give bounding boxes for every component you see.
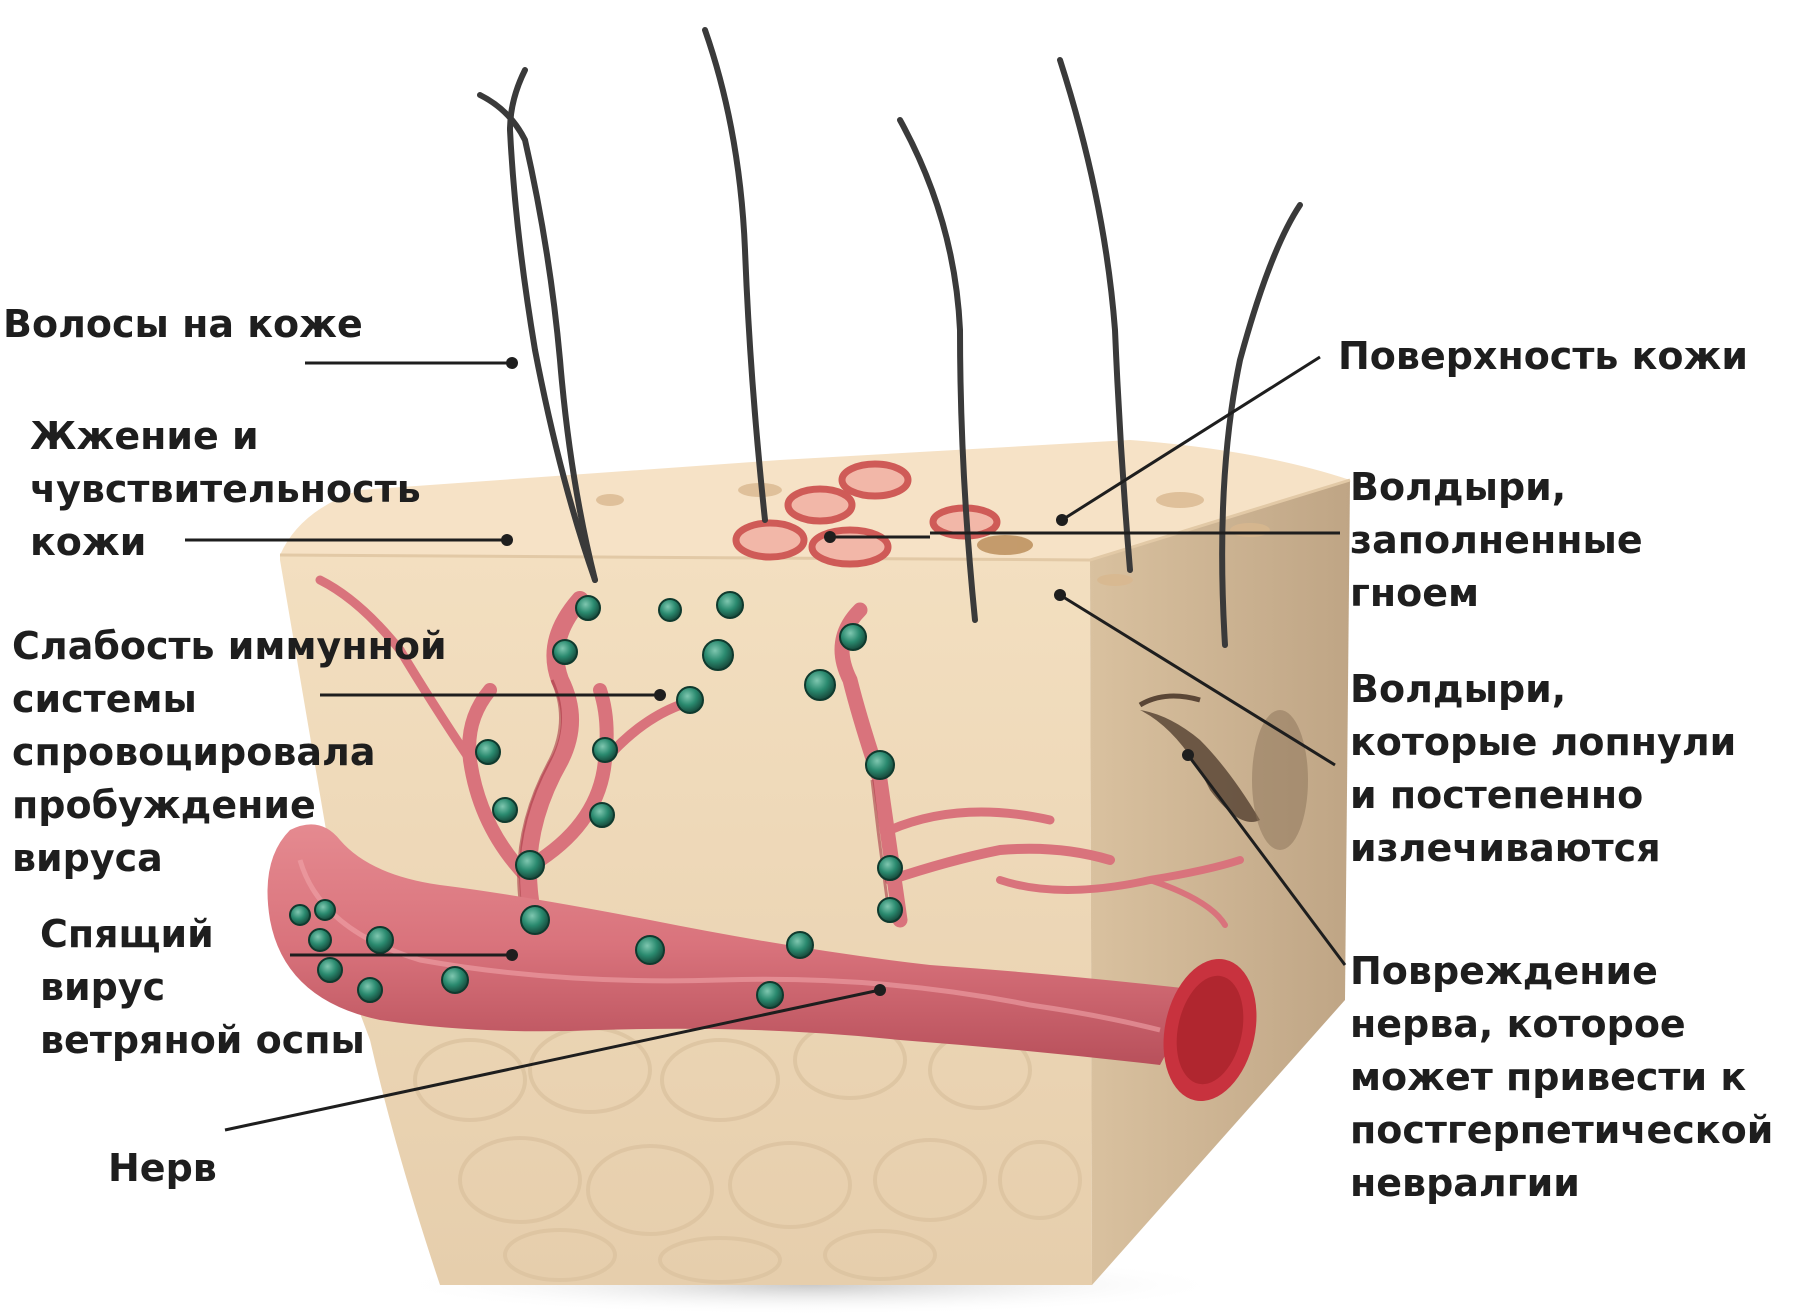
label-immunity: Слабость иммунной системы спровоцировала…: [12, 620, 447, 885]
label-nerve-damage-line-2: нерва, которое: [1350, 998, 1773, 1051]
label-immunity-line-5: вируса: [12, 832, 447, 885]
label-healing-blisters: Волдыри, которые лопнули и постепенно из…: [1350, 663, 1736, 875]
label-dormant-virus-line-3: ветряной оспы: [40, 1014, 365, 1067]
label-dormant-virus: Спящий вирус ветряной оспы: [40, 908, 365, 1067]
label-immunity-line-2: системы: [12, 673, 447, 726]
label-hair: Волосы на коже: [3, 298, 363, 351]
label-nerve-damage-line-5: невралгии: [1350, 1157, 1773, 1210]
label-healing-blisters-line-3: и постепенно: [1350, 769, 1736, 822]
label-healing-blisters-line-2: которые лопнули: [1350, 716, 1736, 769]
label-dormant-virus-line-1: Спящий: [40, 908, 365, 961]
label-pus-blisters-line-3: гноем: [1350, 567, 1643, 620]
label-nerve-line-1: Нерв: [108, 1142, 217, 1195]
label-nerve-damage-line-4: постгерпетической: [1350, 1104, 1773, 1157]
label-burning-line-3: кожи: [30, 516, 421, 569]
label-nerve-damage-line-1: Повреждение: [1350, 945, 1773, 998]
label-skin-surface-line-1: Поверхность кожи: [1338, 330, 1748, 383]
label-immunity-line-4: пробуждение: [12, 779, 447, 832]
label-burning: Жжение и чувствительность кожи: [30, 410, 421, 569]
label-immunity-line-1: Слабость иммунной: [12, 620, 447, 673]
label-nerve-damage: Повреждение нерва, которое может привест…: [1350, 945, 1773, 1210]
label-burning-line-2: чувствительность: [30, 463, 421, 516]
label-nerve: Нерв: [108, 1142, 217, 1195]
label-hair-line-1: Волосы на коже: [3, 298, 363, 351]
label-dormant-virus-line-2: вирус: [40, 961, 365, 1014]
label-healing-blisters-line-1: Волдыри,: [1350, 663, 1736, 716]
label-skin-surface: Поверхность кожи: [1338, 330, 1748, 383]
label-nerve-damage-line-3: может привести к: [1350, 1051, 1773, 1104]
label-immunity-line-3: спровоцировала: [12, 726, 447, 779]
label-pus-blisters-line-2: заполненные: [1350, 514, 1643, 567]
label-pus-blisters-line-1: Волдыри,: [1350, 461, 1643, 514]
label-pus-blisters: Волдыри, заполненные гноем: [1350, 461, 1643, 620]
label-healing-blisters-line-4: излечиваются: [1350, 822, 1736, 875]
label-burning-line-1: Жжение и: [30, 410, 421, 463]
